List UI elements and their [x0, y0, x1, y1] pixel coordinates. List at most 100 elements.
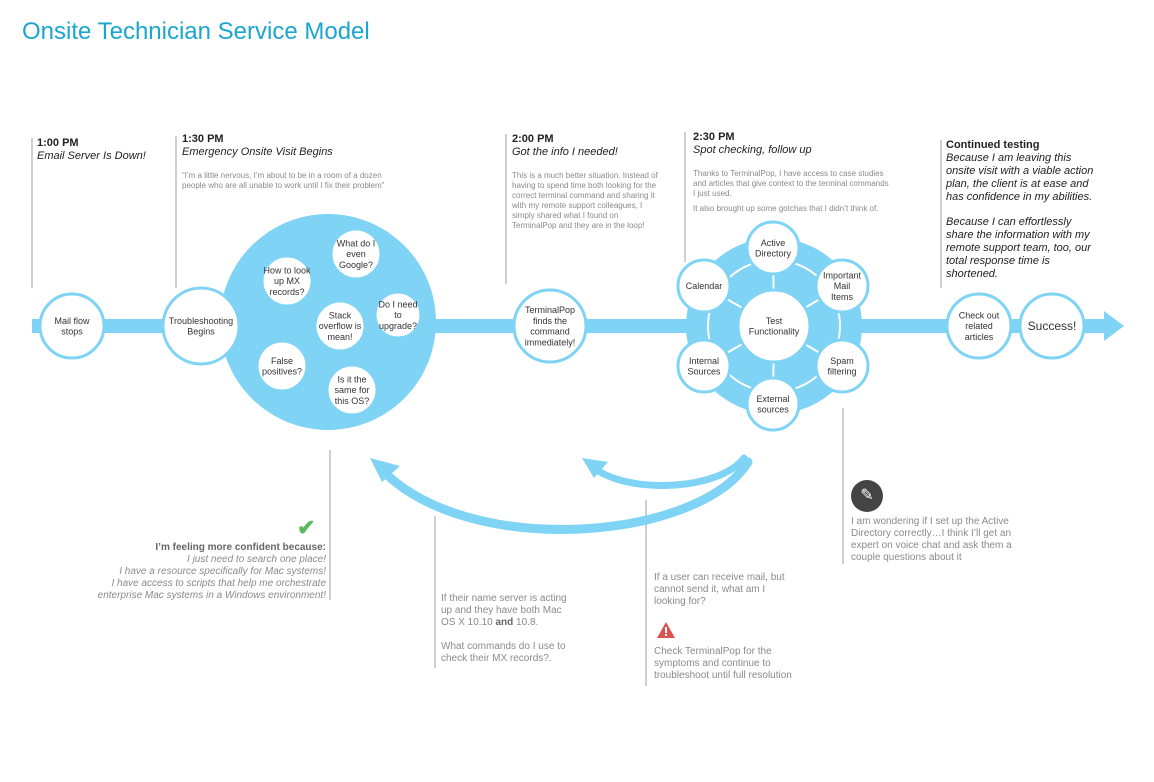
stage-quote: “I’m a little nervous, I’m about to be i… — [182, 171, 385, 190]
troubleshooting-node-label: Troubleshooting — [169, 316, 233, 326]
hub-spoke-node-label: Directory — [755, 249, 792, 259]
hub-spoke-node-label: Internal — [689, 356, 719, 366]
hub-spoke-node-circle — [676, 258, 732, 314]
return-arrow-large — [377, 457, 753, 534]
stage-subtitle: Because I can effortlessly share the inf… — [946, 216, 1091, 280]
note-divider — [842, 408, 844, 564]
hub-center-label: Functionality — [749, 327, 800, 337]
page-title: Onsite Technician Service Model — [22, 18, 370, 45]
stage-subtitle: Spot checking, follow up — [693, 144, 812, 156]
stage-subtitle: Got the info I needed! — [512, 146, 618, 158]
warning-icon — [656, 621, 676, 644]
question-bubble-label: up MX — [274, 276, 300, 286]
question-bubble-circle — [373, 290, 423, 340]
success-node-label: Success! — [1028, 319, 1077, 333]
hub-spoke-node-circle — [676, 338, 732, 394]
active-directory-note: I am wondering if I set up the Active Di… — [851, 516, 1012, 563]
question-bubble-circle — [329, 227, 383, 281]
question-bubble-label: this OS? — [335, 396, 370, 406]
hub-spoke-node-circle — [745, 376, 801, 432]
stage-time: Continued testing — [946, 139, 1040, 151]
question-bubble-label: to — [394, 310, 402, 320]
check-terminalpop-note: Check TerminalPop for the symptoms and c… — [654, 646, 792, 681]
confident-line: I just need to search one place! — [187, 554, 326, 565]
stage-1: 1:00 PM Email Server Is Down! — [37, 137, 167, 163]
confident-note: I’m feeling more confident because: I ju… — [80, 542, 326, 602]
question-bubble-circle — [325, 363, 379, 417]
hub-center-label: Test — [766, 316, 783, 326]
hub-spoke-node-label: External — [756, 394, 789, 404]
return-arrow-small — [590, 454, 748, 489]
question-bubble-label: upgrade? — [379, 321, 417, 331]
success-node-circle — [1018, 292, 1086, 360]
nameserver-text: If their name server is acting up and th… — [441, 593, 567, 628]
confident-line: I have access to scripts that help me or… — [111, 578, 326, 589]
troubleshooting-node-label: Begins — [187, 327, 215, 337]
hub-spoke-node-label: filtering — [827, 367, 856, 377]
question-bubble-label: even — [346, 249, 366, 259]
timeline-divider — [940, 140, 942, 288]
stage-3: 2:00 PM Got the info I needed! This is a… — [512, 133, 662, 231]
question-bubble-label: False — [271, 356, 293, 366]
note-divider — [645, 500, 647, 686]
question-bubble-circle — [255, 339, 309, 393]
hub-spoke-node-label: Sources — [687, 367, 721, 377]
confident-heading: I’m feeling more confident because: — [155, 542, 326, 553]
timeline-divider — [684, 132, 686, 262]
check-out-node-label: related — [965, 321, 993, 331]
stage-subtitle: Email Server Is Down! — [37, 150, 146, 162]
check-out-node-label: articles — [965, 332, 994, 342]
nameserver-note: If their name server is acting up and th… — [441, 593, 571, 665]
nameserver-version: 10.8. — [516, 617, 539, 628]
terminalpop-node-circle — [512, 288, 588, 364]
return-arrow-small-head — [582, 458, 608, 478]
hub-spoke-node-label: Active — [761, 238, 786, 248]
timeline-divider — [31, 138, 33, 288]
note-divider — [434, 516, 436, 668]
mail-flow-node-label: Mail flow — [54, 316, 90, 326]
question-bubble-label: Stack — [329, 310, 352, 320]
stage-time: 2:00 PM — [512, 133, 554, 145]
question-bubble-label: Do I need — [378, 299, 417, 309]
check-out-node-label: Check out — [959, 310, 1000, 320]
terminalpop-node-label: immediately! — [525, 337, 576, 347]
question-bubble-label: mean! — [327, 332, 352, 342]
nameserver-and: and — [495, 617, 514, 628]
hub-spoke-node-label: Mail — [834, 281, 851, 291]
check-out-node-circle — [945, 292, 1013, 360]
stage-quote: Thanks to TerminalPop, I have access to … — [693, 169, 889, 198]
stage-time: 1:00 PM — [37, 137, 79, 149]
terminalpop-node-label: finds the — [533, 316, 567, 326]
hub-spoke-node-circle — [814, 258, 870, 314]
nameserver-question: What commands do I use to check their MX… — [441, 641, 566, 664]
hub-spoke-node-label: Spam — [830, 356, 854, 366]
stage-subtitle: Emergency Onsite Visit Begins — [182, 146, 333, 158]
question-bubble-circle — [313, 299, 367, 353]
stage-quote: This is a much better situation. Instead… — [512, 171, 658, 230]
receive-mail-note: If a user can receive mail, but cannot s… — [654, 572, 785, 607]
timeline-divider — [175, 136, 177, 288]
return-arrow-large-head — [370, 458, 400, 482]
hub-spoke-node-label: Items — [831, 292, 854, 302]
hub-spoke-node-circle — [745, 220, 801, 276]
stage-4: 2:30 PM Spot checking, follow up Thanks … — [693, 131, 893, 214]
timeline-divider — [505, 134, 507, 284]
question-bubble-label: records? — [269, 287, 304, 297]
stage-quote: It also brought up some gotchas that I d… — [693, 204, 879, 213]
stage-time: 1:30 PM — [182, 133, 224, 145]
stage-subtitle: Because I am leaving this onsite visit w… — [946, 152, 1094, 203]
stage-time: 2:30 PM — [693, 131, 735, 143]
question-bubble-label: overflow is — [319, 321, 362, 331]
troubleshooting-node-circle — [161, 286, 241, 366]
stage-2: 1:30 PM Emergency Onsite Visit Begins “I… — [182, 133, 402, 191]
mail-flow-node-circle — [38, 292, 106, 360]
terminalpop-node-label: TerminalPop — [525, 305, 575, 315]
question-bubble-label: How to look — [263, 265, 311, 275]
confident-line: enterprise Mac systems in a Windows envi… — [97, 590, 326, 601]
question-bubble-circle — [260, 254, 314, 308]
question-bubble-label: Is it the — [337, 374, 366, 384]
microphone-icon: ✎ — [851, 480, 883, 512]
question-bubble-label: Google? — [339, 260, 373, 270]
note-divider — [329, 450, 331, 600]
